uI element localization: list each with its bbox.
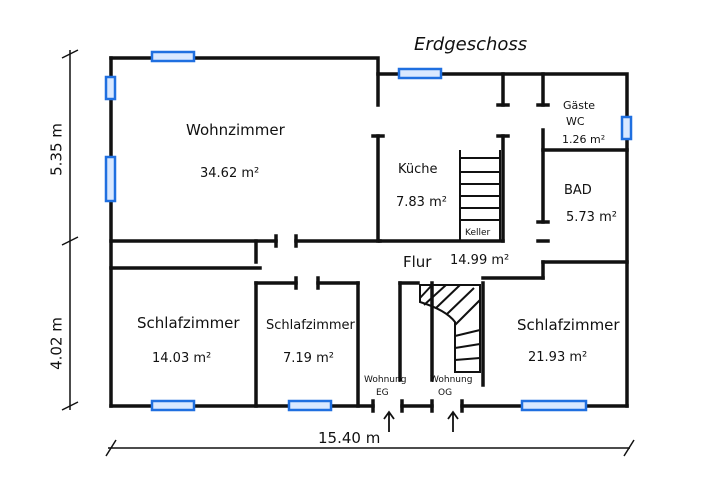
room-name-flur: Flur — [403, 253, 432, 271]
entrance-og-line1: Wohnung — [430, 375, 473, 385]
room-area-schlafzimmer-3: 21.93 m² — [528, 350, 588, 365]
room-name-schlafzimmer-3: Schlafzimmer — [517, 316, 620, 334]
room-area-bad: 5.73 m² — [566, 210, 617, 225]
entrance-og-line2: OG — [438, 388, 453, 398]
entrance-eg-line1: Wohnung — [364, 375, 407, 385]
dimension-width: 15.40 m — [318, 429, 381, 447]
room-name-gaeste-line1: Gäste — [563, 99, 596, 112]
room-name-wohnzimmer: Wohnzimmer — [186, 121, 285, 139]
window-icon — [520, 399, 588, 412]
room-name-schlafzimmer-1: Schlafzimmer — [137, 314, 240, 332]
dimension-lines — [61, 49, 635, 457]
room-area-wohnzimmer: 34.62 m² — [200, 166, 260, 181]
room-area-flur: 14.99 m² — [450, 253, 510, 268]
arrow-up-icon — [383, 410, 395, 432]
walls — [109, 56, 629, 413]
room-area-schlafzimmer-1: 14.03 m² — [152, 351, 212, 366]
arrow-up-icon — [447, 410, 459, 432]
window-icon — [104, 75, 117, 101]
room-name-bad: BAD — [564, 183, 592, 198]
window-icon — [397, 67, 443, 80]
window-icon — [287, 399, 333, 412]
dimension-lower-height: 4.02 m — [47, 317, 66, 370]
window-icon — [150, 50, 196, 63]
entrance-arrows — [383, 410, 459, 432]
room-name-gaeste-line2: WC — [566, 115, 585, 128]
windows — [104, 50, 633, 412]
room-name-schlafzimmer-2: Schlafzimmer — [266, 318, 355, 333]
window-icon — [150, 399, 196, 412]
entrance-eg-line2: EG — [376, 388, 389, 398]
plan-title: Erdgeschoss — [414, 34, 528, 55]
stairs-og — [419, 284, 481, 373]
stairs-keller — [459, 150, 501, 242]
window-icon — [620, 115, 633, 141]
dimension-upper-height: 5.35 m — [47, 123, 66, 176]
room-area-kueche: 7.83 m² — [396, 195, 447, 210]
stairs-label-keller: Keller — [465, 228, 491, 238]
room-area-gaeste-wc: 1.26 m² — [562, 133, 606, 146]
room-area-schlafzimmer-2: 7.19 m² — [283, 351, 334, 366]
window-icon — [104, 155, 117, 203]
room-name-kueche: Küche — [398, 162, 438, 177]
